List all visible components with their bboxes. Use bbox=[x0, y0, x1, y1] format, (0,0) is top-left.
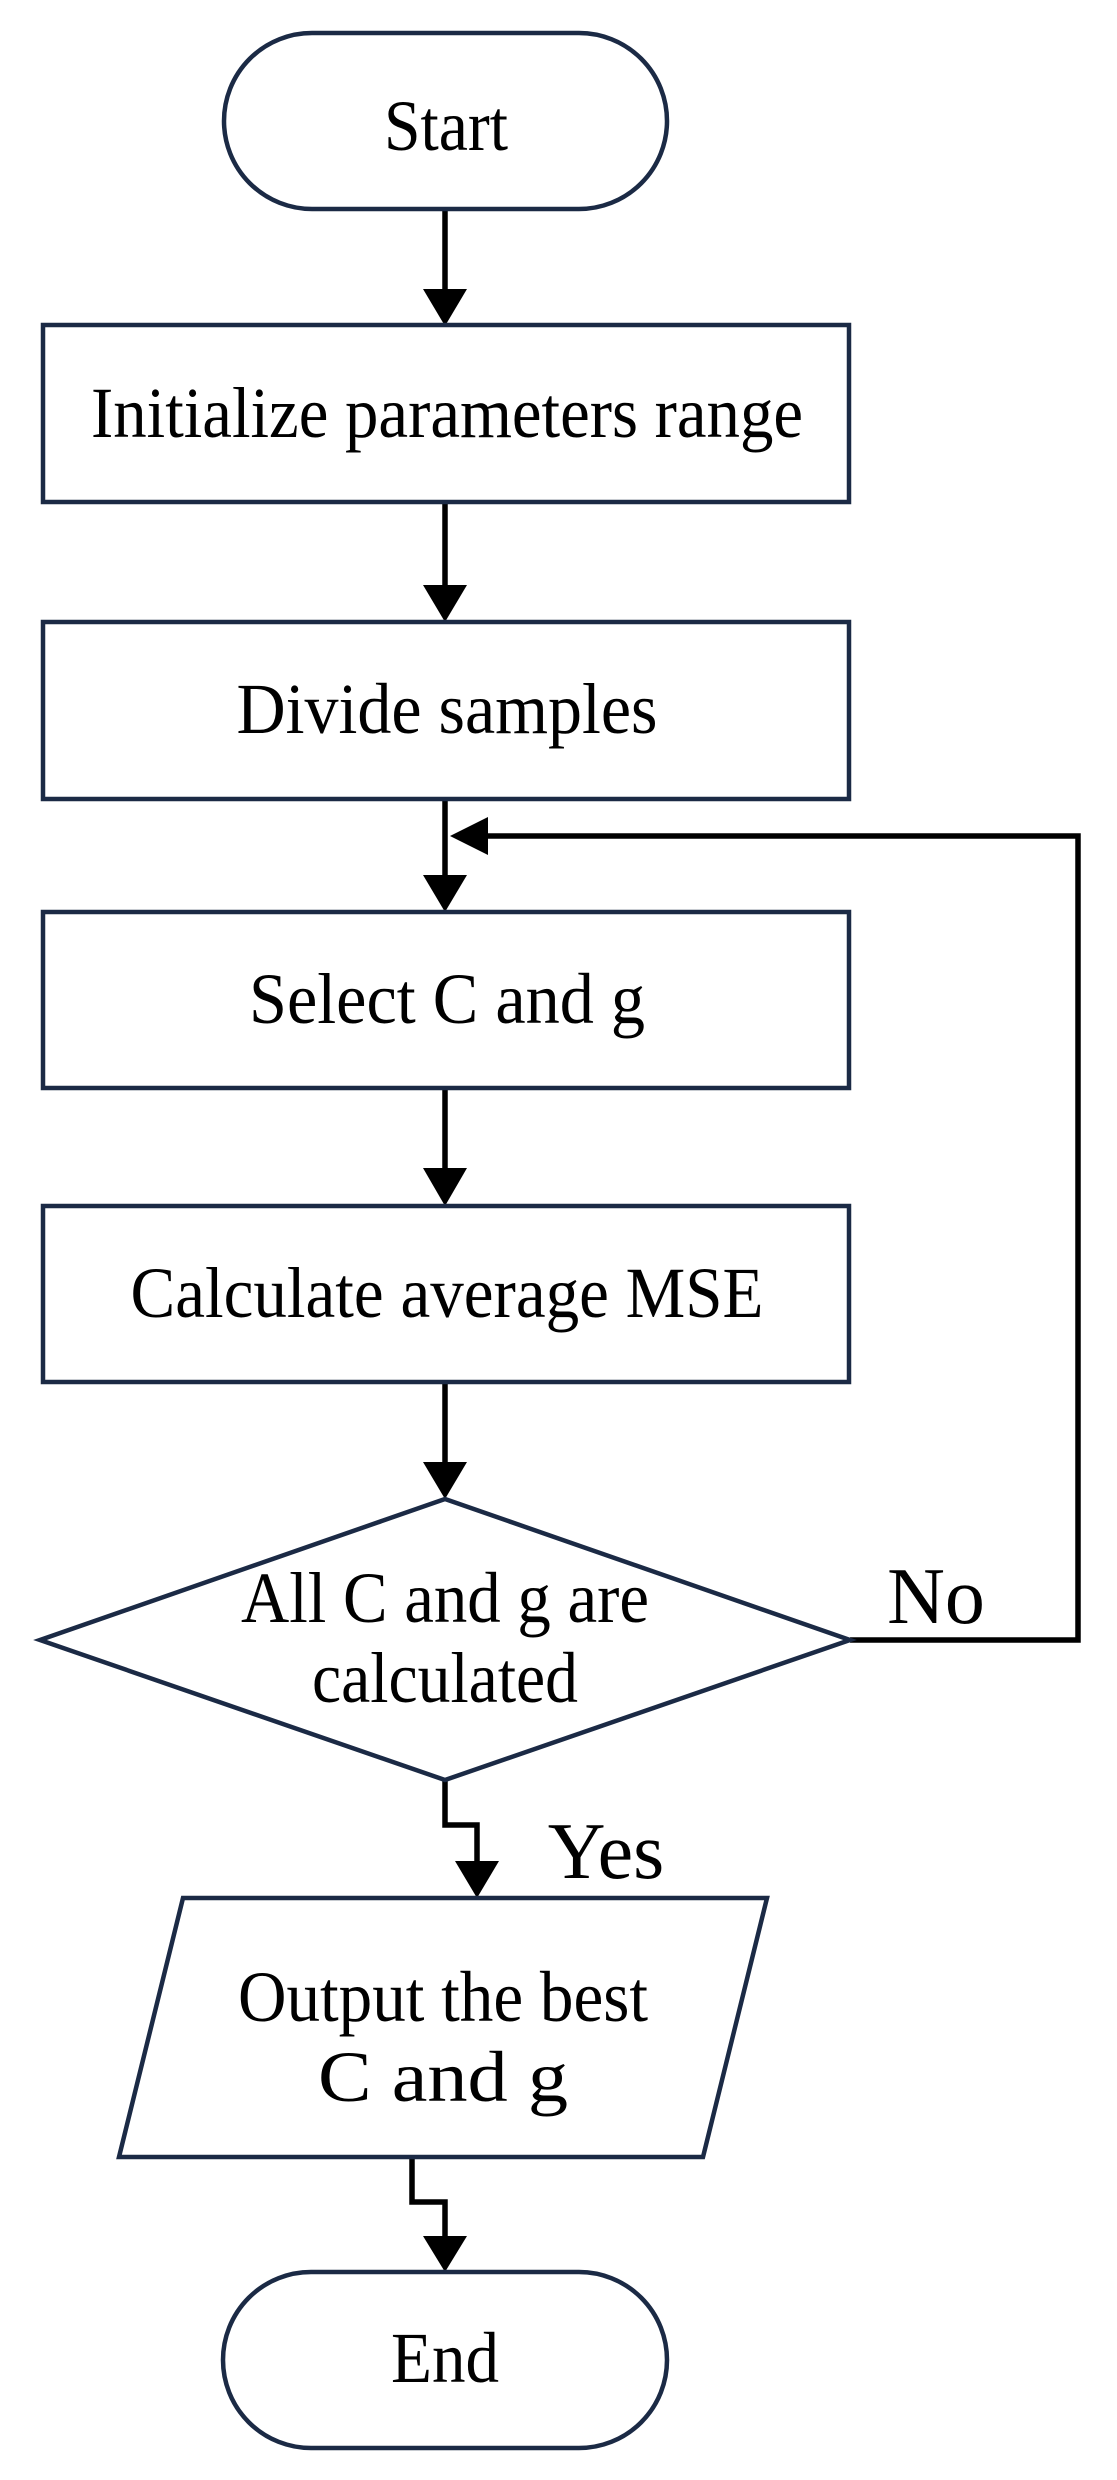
decision-diamond-shape bbox=[33, 1496, 857, 1783]
nodes bbox=[33, 30, 857, 2451]
arrowhead-into-select bbox=[423, 875, 467, 912]
decision-label-line1: All C and g are bbox=[241, 1558, 649, 1638]
select-process-shape bbox=[40, 909, 852, 1091]
node-labels: Start Initialize parameters range Divide… bbox=[91, 86, 803, 2398]
arrowhead-into-initialize bbox=[423, 289, 467, 326]
connector-no-loop bbox=[488, 833, 1081, 1643]
start-terminator-shape bbox=[221, 30, 670, 212]
arrowhead-into-calculate bbox=[423, 1168, 467, 1206]
initialize-label: Initialize parameters range bbox=[91, 373, 803, 453]
divide-process-shape bbox=[40, 619, 852, 802]
output-label-line1: Output the best bbox=[238, 1957, 648, 2037]
decision-label-line2: calculated bbox=[312, 1638, 578, 1718]
branch-labels: No Yes bbox=[548, 1553, 985, 1896]
connector-output-to-end bbox=[409, 2157, 448, 2238]
output-parallelogram-shape bbox=[116, 1895, 770, 2160]
arrowhead-into-output bbox=[455, 1861, 499, 1898]
divide-label: Divide samples bbox=[237, 669, 658, 749]
end-terminator-shape bbox=[220, 2269, 670, 2451]
calculate-label: Calculate average MSE bbox=[131, 1253, 764, 1333]
output-label-line2: C and g bbox=[318, 2037, 568, 2117]
end-label: End bbox=[391, 2318, 499, 2398]
select-label: Select C and g bbox=[249, 959, 645, 1039]
connector-decision-to-output bbox=[442, 1780, 480, 1863]
calculate-process-shape bbox=[40, 1203, 852, 1385]
start-label: Start bbox=[384, 86, 508, 166]
arrowhead-into-divide bbox=[423, 585, 467, 622]
arrowhead-into-end bbox=[423, 2236, 467, 2272]
arrowhead-into-decision bbox=[423, 1462, 467, 1499]
initialize-process-shape bbox=[40, 322, 852, 505]
connectors bbox=[409, 209, 1081, 2272]
arrowhead-no-loop-merge bbox=[450, 817, 488, 855]
yes-branch-label: Yes bbox=[548, 1808, 664, 1896]
no-branch-label: No bbox=[887, 1553, 985, 1641]
